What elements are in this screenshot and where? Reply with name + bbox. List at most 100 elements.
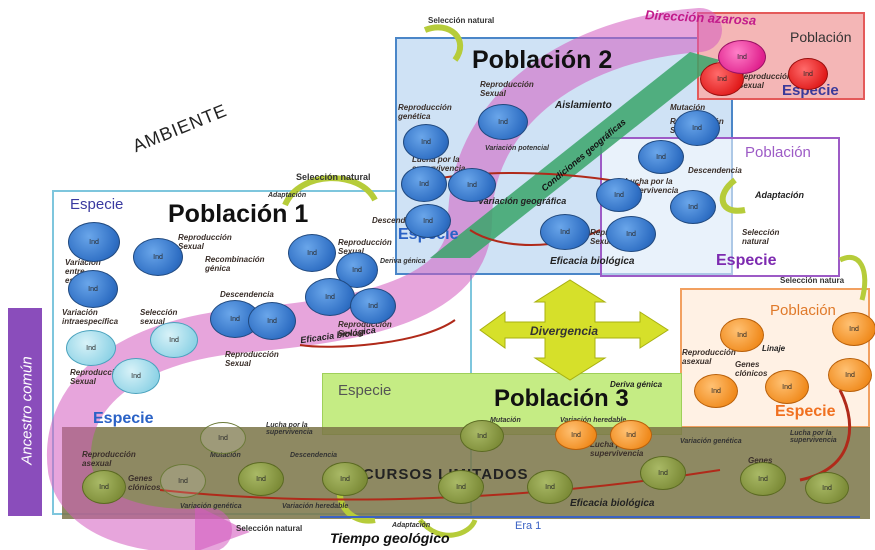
label-lucha-bottom: Lucha por la supervivencia xyxy=(266,422,313,436)
red-arrow-4 xyxy=(159,469,721,501)
individual: Ind xyxy=(718,40,766,74)
tiempo-geologico-label: Tiempo geológico xyxy=(330,530,450,546)
divergencia-label: Divergencia xyxy=(530,324,599,338)
individual: Ind xyxy=(555,420,597,450)
individual: Ind xyxy=(68,222,120,262)
label-adaptacion-mid: Adaptación xyxy=(268,192,307,199)
label-reproduccion-sexual-p1c: Reproducción Sexual xyxy=(225,350,279,368)
label-lucha-p2: Lucha por la supervivencia xyxy=(412,155,466,173)
label-variacion-genetica-right: Variación genética xyxy=(680,438,742,445)
individual: Ind xyxy=(403,124,449,160)
individual: Ind xyxy=(82,470,126,504)
individual: Ind xyxy=(670,190,716,224)
individual: Ind xyxy=(133,238,183,276)
individual: Ind xyxy=(740,462,786,496)
label-mutacion-p2: Mutación xyxy=(670,103,706,112)
label-deriva-genica-p3: Deriva génica xyxy=(610,380,663,389)
poblacion-2-title: Población 2 xyxy=(472,46,613,74)
label-reproduccion-sexual-p1b: Reproducción Sexual xyxy=(70,368,124,386)
label-deriva-genica-p1: Deriva génica xyxy=(380,258,426,265)
divergencia-arrow xyxy=(479,279,669,381)
label-seleccion-natural-right: Selección natura xyxy=(780,276,845,285)
individual: Ind xyxy=(448,168,496,202)
label-reproduccion-genetica: Reproducción genética xyxy=(398,103,452,121)
poblacion-1-especie: Especie xyxy=(70,196,124,213)
label-mutacion-p3: Mutación xyxy=(490,417,521,424)
label-descendencia-purple: Descendencia xyxy=(688,166,742,175)
individual: Ind xyxy=(540,214,590,250)
label-reproduccion-sexual-red: Reproducción Sexual xyxy=(738,72,792,90)
individual: Ind xyxy=(68,270,118,308)
ancestro-comun-band xyxy=(8,308,42,516)
label-reproduccion-sexual-p1d: Reproducción Sexual xyxy=(338,238,392,256)
individual: Ind xyxy=(694,374,738,408)
individual: Ind xyxy=(305,278,355,316)
label-reproduccion-asexual-orange: Reproducción asexual xyxy=(682,348,736,366)
especie-bottom-label: Especie xyxy=(93,410,154,427)
individual: Ind xyxy=(640,456,686,490)
label-seleccion-natural-purple: Selección natural xyxy=(742,228,780,246)
era-label: Era 1 xyxy=(515,520,542,532)
individual: Ind xyxy=(248,302,296,340)
condiciones-geograficas-bar xyxy=(430,52,720,258)
label-reproduccion-sexual-p1a: Reproducción Sexual xyxy=(178,233,232,251)
individual: Ind xyxy=(720,318,764,352)
individual: Ind xyxy=(401,166,447,202)
seleccion-arrow-mid xyxy=(282,175,378,207)
individual: Ind xyxy=(610,420,652,450)
poblacion-3-especie: Especie xyxy=(338,382,392,399)
individual: Ind xyxy=(788,58,828,90)
individual: Ind xyxy=(200,422,246,454)
individual: Ind xyxy=(350,288,396,324)
poblacion-3-title: Población 3 xyxy=(494,385,629,412)
label-variacion-heredable-p3: Variación heredable xyxy=(560,417,627,424)
label-descendencia-p1b: Descendencia xyxy=(372,216,426,225)
label-genes-clonicos-orange: Genes clónicos xyxy=(735,360,768,378)
label-seleccion-natural-bottom: Selección natural xyxy=(236,524,303,533)
individual: Ind xyxy=(832,312,875,346)
individual: Ind xyxy=(828,358,872,392)
label-eficacia-biologica-p2: Eficacia biológica xyxy=(550,256,635,267)
label-reproduccion-sexual-p2a: Reproducción Sexual xyxy=(480,80,534,98)
individual: Ind xyxy=(438,470,484,504)
adaptacion-arrow-bottom xyxy=(418,518,478,538)
label-descendencia-p1: Descendencia xyxy=(220,290,274,299)
individual: Ind xyxy=(606,216,656,252)
individual: Ind xyxy=(405,204,451,238)
label-recombinacion: Recombinación génica xyxy=(205,255,265,273)
label-reproduccion-sexual-p1e: Reproducción Sexual xyxy=(338,320,392,338)
label-variacion-potencial: Variación potencial xyxy=(485,145,549,152)
individual: Ind xyxy=(238,462,284,496)
poblacion-purple-title: Población xyxy=(745,144,811,161)
individual: Ind xyxy=(322,462,368,496)
adaptacion-arrow xyxy=(719,177,746,214)
individual: Ind xyxy=(638,140,684,174)
individual: Ind xyxy=(674,110,720,146)
label-seleccion-natural-top: Selección natural xyxy=(428,16,495,25)
individual: Ind xyxy=(160,464,206,498)
pink-arrowhead xyxy=(195,505,250,550)
label-descendencia-bottom: Descendencia xyxy=(290,452,338,459)
poblacion-red-title: Población xyxy=(790,29,852,45)
label-reproduccion-asexual-bottom: Reproducción asexual xyxy=(82,450,136,468)
label-lucha-right: Lucha por la supervivencia xyxy=(790,430,837,444)
label-mutacion: Mutación xyxy=(210,452,241,459)
label-seleccion-sexual: Selección sexual xyxy=(140,308,178,326)
recursos-limitados-label: RECURSOS LIMITADOS xyxy=(340,466,529,483)
individual: Ind xyxy=(460,420,504,452)
individual: Ind xyxy=(112,358,160,394)
individual: Ind xyxy=(150,322,198,358)
seleccion-arrow-top xyxy=(423,24,464,62)
label-eficacia-biologica-bottom: Eficacia biológica xyxy=(570,498,655,509)
individual: Ind xyxy=(765,370,809,404)
poblacion-purple-especie: Especie xyxy=(716,252,777,269)
label-variacion-intraespecifica: Variación intraespecífica xyxy=(62,308,119,326)
seleccion-arrow-right xyxy=(838,255,868,301)
poblacion-1-title: Población 1 xyxy=(168,200,309,228)
individual: Ind xyxy=(805,472,849,504)
label-aislamiento: Aislamiento xyxy=(555,100,612,111)
label-variacion-genetica-bottom: Variación genética xyxy=(180,503,242,510)
individual: Ind xyxy=(288,234,336,272)
individual: Ind xyxy=(527,470,573,504)
label-adaptacion-right: Adaptación xyxy=(755,190,805,200)
